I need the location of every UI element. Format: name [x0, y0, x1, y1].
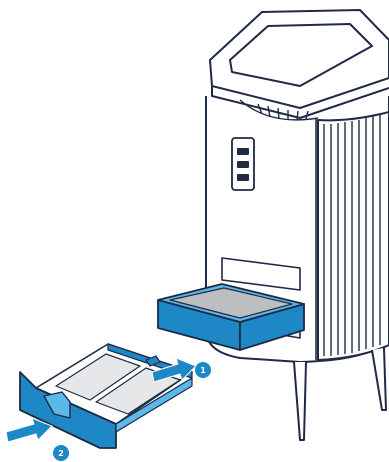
step-badge-1: 1 — [195, 362, 211, 378]
side-grille-panel — [318, 112, 389, 360]
step-badge-2: 2 — [53, 445, 69, 461]
control-button-2 — [237, 161, 249, 168]
leg-right — [372, 348, 386, 410]
control-button-3 — [237, 174, 249, 181]
step-number-2: 2 — [58, 449, 64, 458]
control-button-1 — [237, 148, 249, 155]
step-number-1: 1 — [200, 366, 206, 375]
leg-front — [294, 362, 306, 440]
air-purifier — [206, 10, 389, 440]
